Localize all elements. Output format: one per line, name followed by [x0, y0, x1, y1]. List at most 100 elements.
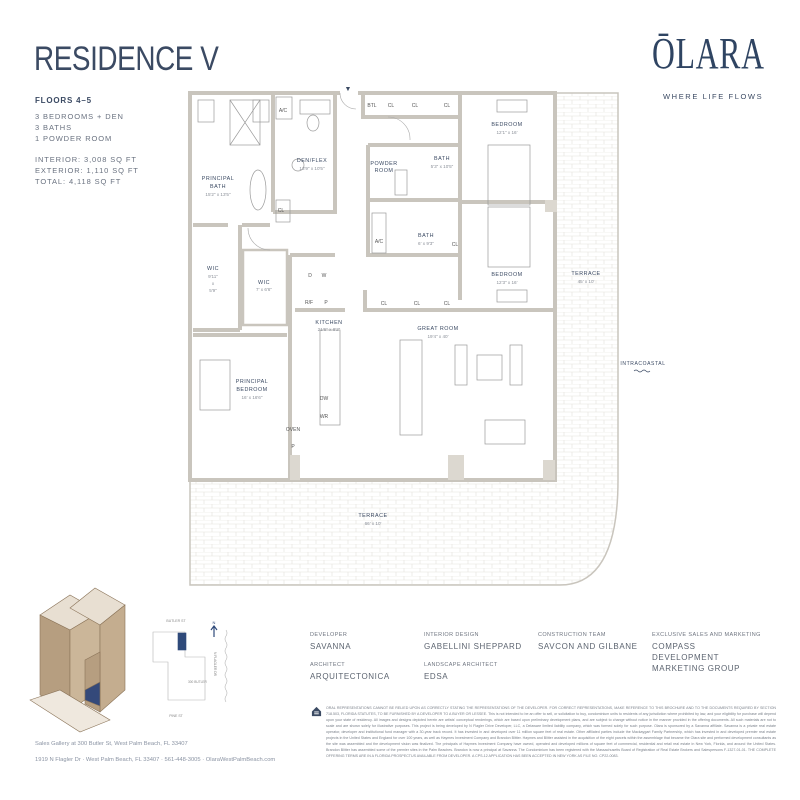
page-title: RESIDENCE V: [34, 40, 219, 78]
room-principal-bedroom: PRINCIPAL: [236, 379, 269, 385]
terrace-floor: [189, 92, 619, 586]
credit-label: CONSTRUCTION TEAM: [538, 632, 606, 638]
street-pine: PINE ST: [169, 714, 183, 718]
unit-specs: 3 BEDROOMS + DEN 3 BATHS 1 POWDER ROOM I…: [35, 111, 139, 187]
unit-highlight: [177, 632, 187, 651]
credit-value: GABELLINI SHEPPARD: [424, 642, 522, 651]
brand-tagline: WHERE LIFE FLOWS: [663, 92, 764, 101]
credit-landscape: LANDSCAPE ARCHITECT EDSA: [424, 662, 539, 682]
label-dishwasher: DW: [320, 396, 329, 402]
street-flagler: N FLAGLER DR: [213, 652, 217, 677]
room-powder-label: ROOM: [375, 168, 394, 174]
room-bedroom-2-dim: 12'3" x 16': [496, 280, 517, 285]
site-map: [152, 629, 228, 703]
wall-columns: [290, 200, 557, 480]
room-wic-1: WIC: [207, 266, 219, 272]
credit-interior-design: INTERIOR DESIGN GABELLINI SHEPPARD: [424, 632, 539, 652]
spec-baths: 3 BATHS: [35, 123, 73, 132]
area-interior: INTERIOR: 3,008 SQ FT: [35, 155, 137, 164]
room-principal-bath-label: BATH: [210, 184, 226, 190]
room-bath-2-dim: 6' x 9'3": [418, 241, 434, 246]
credit-architect: ARCHITECT ARQUITECTONICA: [310, 662, 425, 682]
footer-address[interactable]: 1919 N Flagler Dr · West Palm Beach, FL …: [35, 757, 276, 763]
credit-value: SAVCON AND GILBANE: [538, 642, 638, 651]
room-principal-bath-dim: 15'2" x 13'5": [205, 192, 231, 197]
legal-disclaimer: ORAL REPRESENTATIONS CANNOT BE RELIED UP…: [326, 706, 776, 758]
interior-floor: [190, 93, 555, 480]
credit-developer: DEVELOPER SAVANNA: [310, 632, 425, 652]
label-cl: CL: [381, 301, 388, 307]
credit-value: EDSA: [424, 672, 449, 681]
label-cl: CL: [278, 208, 285, 214]
credit-value: SAVANNA: [310, 642, 352, 651]
intracoastal-label: INTRACOASTAL: [620, 361, 665, 367]
room-bath-2: BATH: [418, 233, 434, 239]
room-terrace-main-dim: 66' x 10': [365, 521, 382, 526]
entry-arrow-icon: ▼: [345, 86, 352, 93]
spec-bedrooms: 3 BEDROOMS + DEN: [35, 112, 124, 121]
credit-label: DEVELOPER: [310, 632, 348, 638]
area-exterior: EXTERIOR: 1,110 SQ FT: [35, 166, 139, 175]
doors: [247, 92, 411, 251]
north-arrow-icon: [210, 625, 218, 637]
fixtures: [197, 96, 531, 445]
spec-powder: 1 POWDER ROOM: [35, 134, 113, 143]
room-bedroom-2: BEDROOM: [491, 272, 522, 278]
room-den-dim: 13'9" x 10'5": [299, 166, 325, 171]
room-kitchen: KITCHEN: [315, 320, 342, 326]
room-principal-bedroom-dim: 16' x 16'6": [241, 395, 262, 400]
brand-logo: ŌLARA: [652, 29, 765, 78]
room-wic-1-dim-x: x: [212, 281, 215, 286]
room-bedroom-1: BEDROOM: [491, 122, 522, 128]
label-cl: CL: [414, 301, 421, 307]
room-kitchen-dim: 21'6" x 8'2": [318, 327, 341, 332]
label-pantry: P: [291, 444, 295, 450]
label-ac: A/C: [375, 239, 384, 245]
floors-label: FLOORS 4–5: [35, 96, 92, 105]
room-bedroom-1-dim: 12'1" x 16': [496, 130, 517, 135]
building-label: 300 BUTLER: [188, 680, 207, 684]
water-icon: [633, 369, 651, 373]
label-wine-refrigerator: WR: [320, 414, 329, 420]
credit-label: LANDSCAPE ARCHITECT: [424, 662, 498, 668]
credit-label: EXCLUSIVE SALES AND MARKETING: [652, 632, 761, 638]
street-butler: BUTLER ST: [166, 619, 186, 623]
fixture-labels: A/C CL BTL CL CL CL A/C CL CL CL CL D W …: [278, 103, 459, 450]
room-wic-1-dim: 9'11": [208, 274, 218, 279]
label-cl: CL: [388, 103, 395, 109]
room-terrace-main: TERRACE: [358, 513, 387, 519]
label-refrigerator: R/F: [305, 300, 313, 306]
label-cl: CL: [444, 301, 451, 307]
label-oven: OVEN: [286, 427, 301, 433]
building-illustration: [29, 587, 126, 733]
credit-label: INTERIOR DESIGN: [424, 632, 479, 638]
label-dryer: D: [308, 273, 312, 279]
credit-label: ARCHITECT: [310, 662, 346, 668]
north-label: N: [213, 620, 216, 625]
room-great-room: GREAT ROOM: [417, 326, 458, 332]
room-principal-bath: PRINCIPAL: [202, 176, 235, 182]
area-total: TOTAL: 4,118 SQ FT: [35, 177, 122, 186]
credit-value: ARQUITECTONICA: [310, 672, 390, 681]
credit-sales-marketing: EXCLUSIVE SALES AND MARKETING COMPASS DE…: [652, 632, 762, 674]
label-btl: BTL: [367, 103, 376, 109]
room-wic-1-dim-2: 5'9": [209, 288, 217, 293]
room-principal-bedroom-label: BEDROOM: [236, 387, 267, 393]
label-pantry: P: [324, 300, 328, 306]
label-cl: CL: [452, 242, 459, 248]
walls: [188, 91, 557, 482]
room-great-room-dim: 19'4" x 40': [427, 334, 448, 339]
room-wic-2-dim: 7' x 6'6": [256, 287, 272, 292]
label-washer: W: [322, 273, 327, 279]
credit-construction: CONSTRUCTION TEAM SAVCON AND GILBANE: [538, 632, 653, 652]
room-bath-1-dim: 5'3" x 10'5": [431, 164, 454, 169]
room-terrace-side: TERRACE: [571, 271, 600, 277]
room-terrace-side-dim: 45' x 10': [578, 279, 595, 284]
room-wic-2: WIC: [258, 280, 270, 286]
room-den: DEN/FLEX: [297, 158, 327, 164]
label-ac: A/C: [279, 108, 288, 114]
credit-value: COMPASS DEVELOPMENT MARKETING GROUP: [652, 642, 741, 673]
sales-gallery: Sales Gallery at 300 Butler St, West Pal…: [35, 741, 188, 747]
room-bath-1: BATH: [434, 156, 450, 162]
